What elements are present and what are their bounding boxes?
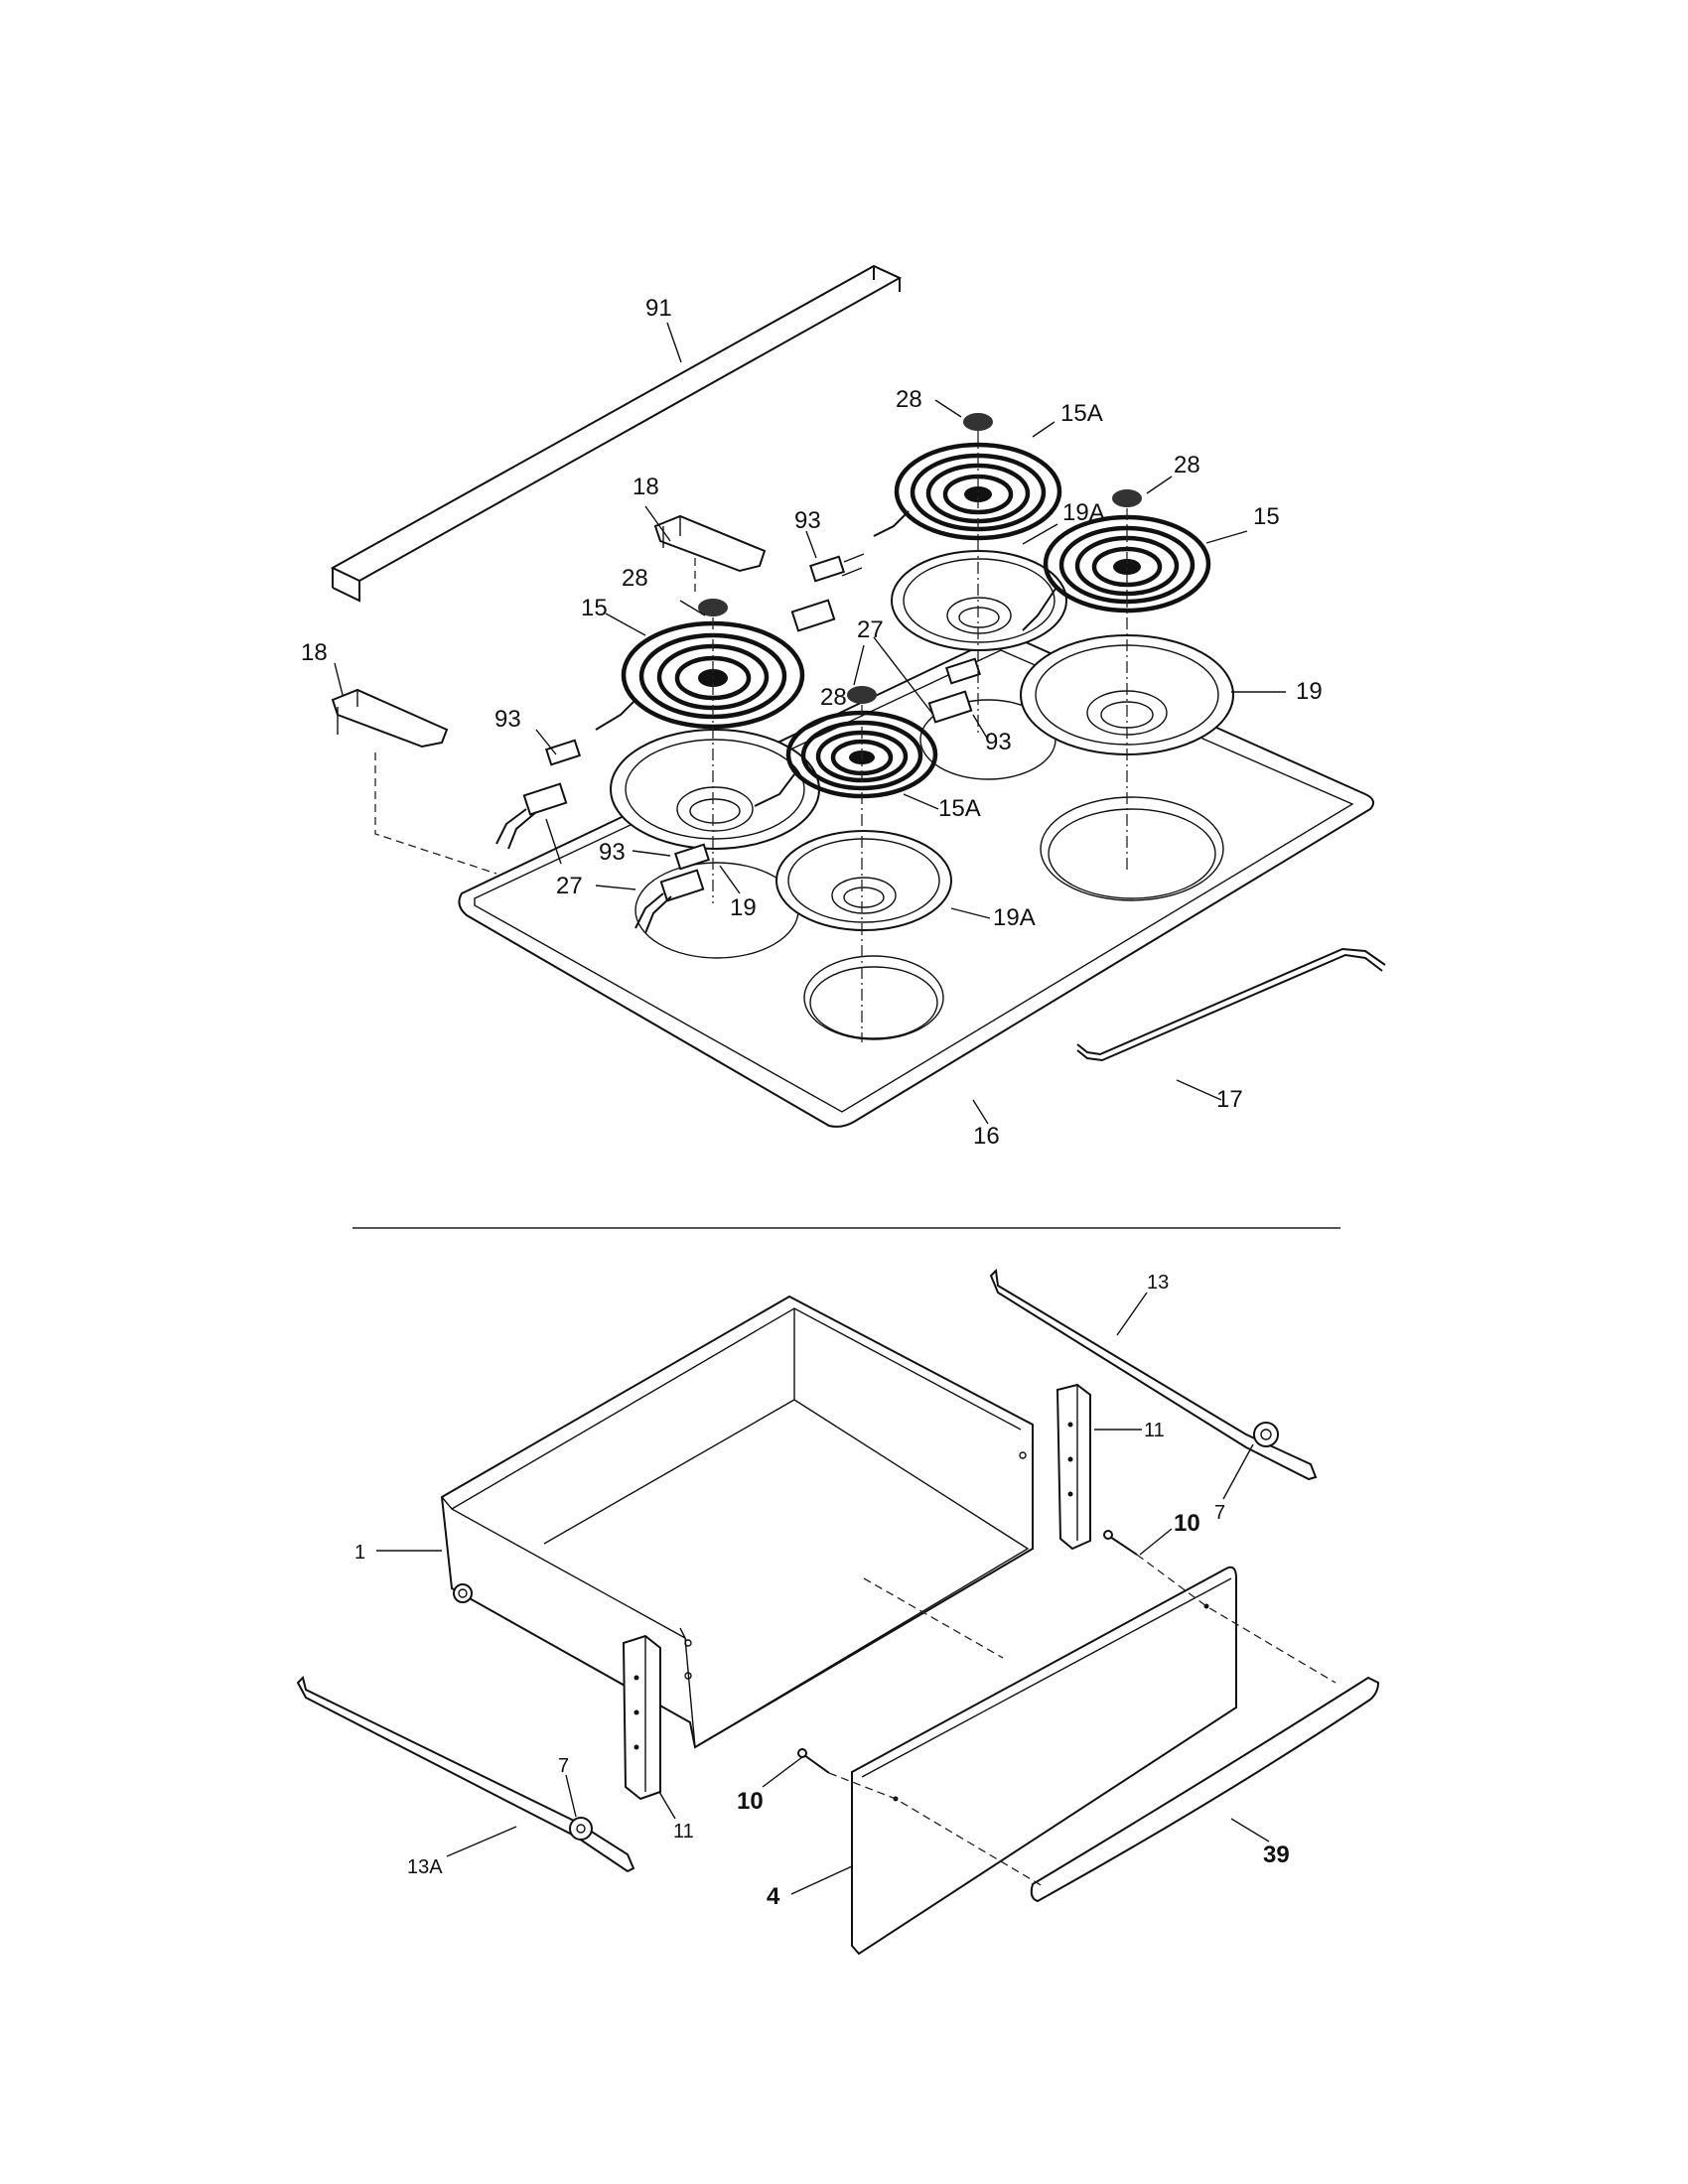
- label-10-right: 10: [1174, 1510, 1200, 1537]
- cap-28-c: [698, 599, 728, 616]
- surface-element-15A-rear: [873, 442, 1062, 541]
- terminal-block-93-left: [495, 739, 581, 850]
- label-11-right: 11: [1144, 1420, 1165, 1441]
- label-27-b: 27: [556, 873, 583, 899]
- label-15-right: 15: [1253, 503, 1280, 530]
- rear-trim-bar: [330, 264, 903, 603]
- drip-bowl-19A-front: [775, 830, 952, 931]
- label-15-left: 15: [581, 595, 608, 621]
- drawer-rail-13A-left: [296, 1676, 635, 1873]
- label-19A-front: 19A: [993, 904, 1036, 931]
- label-18-b: 18: [301, 639, 328, 666]
- drawer-body: [440, 1295, 1034, 1749]
- drawer-assembly: [296, 1268, 1380, 1956]
- drawer-front-panel: [851, 1566, 1237, 1956]
- label-39: 39: [1263, 1842, 1290, 1868]
- label-27-a: 27: [857, 616, 884, 643]
- label-19A-rear: 19A: [1062, 499, 1105, 526]
- drawer-handle: [1030, 1676, 1380, 1903]
- label-15A-rear: 15A: [1060, 400, 1103, 427]
- cap-28-b: [1112, 489, 1142, 507]
- surface-element-15-left: [595, 620, 805, 731]
- screw-10-right: [1103, 1530, 1138, 1556]
- terminal-block-93-rear: [790, 553, 865, 632]
- cap-28-a: [963, 413, 993, 431]
- label-13: 13: [1147, 1272, 1169, 1294]
- label-15A-front: 15A: [938, 795, 981, 822]
- label-7-right: 7: [1214, 1502, 1225, 1524]
- cap-28-d: [847, 686, 877, 704]
- label-28-a: 28: [896, 386, 922, 413]
- drawer-rail-13-right: [989, 1268, 1318, 1481]
- label-28-b: 28: [1174, 452, 1200, 478]
- label-18-a: 18: [633, 474, 659, 500]
- terminal-block-93-front: [634, 843, 710, 934]
- label-19-right: 19: [1296, 678, 1323, 705]
- label-19-left: 19: [730, 894, 757, 921]
- label-7-left: 7: [558, 1755, 569, 1777]
- support-rod: [1076, 947, 1386, 1062]
- screw-10-left: [797, 1748, 830, 1774]
- label-93-d: 93: [599, 839, 626, 866]
- bracket-18-left: [331, 688, 449, 749]
- label-28-c: 28: [622, 565, 648, 592]
- label-93-c: 93: [985, 729, 1012, 755]
- label-13A: 13A: [407, 1856, 443, 1878]
- label-11-left: 11: [673, 1821, 694, 1843]
- drip-bowl-19-left: [610, 729, 820, 850]
- label-16: 16: [973, 1123, 1000, 1150]
- cooktop-assembly: [330, 264, 1386, 1128]
- bracket-18-rear: [653, 514, 767, 573]
- callout-labels: 91 28 15A 28 18 93 19A 15 28 15 27 18 28…: [301, 295, 1323, 1910]
- label-28-d: 28: [820, 684, 847, 711]
- label-4: 4: [767, 1883, 780, 1910]
- label-10-left: 10: [737, 1788, 764, 1815]
- label-93-b: 93: [494, 706, 521, 733]
- drawer-bracket-11-left: [622, 1634, 661, 1801]
- label-91: 91: [645, 295, 672, 322]
- label-1: 1: [354, 1542, 365, 1564]
- label-17: 17: [1216, 1086, 1243, 1113]
- label-93-a: 93: [794, 507, 821, 534]
- drawer-bracket-11-right: [1055, 1383, 1091, 1551]
- drip-bowl-19A-rear: [891, 550, 1067, 651]
